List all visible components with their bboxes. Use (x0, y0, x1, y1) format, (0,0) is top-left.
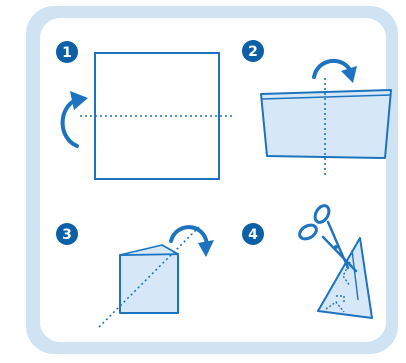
step-4: 4 (242, 204, 373, 319)
step-1-number: 1 (62, 45, 72, 61)
step-1-badge (56, 41, 78, 63)
step-4-number: 4 (248, 227, 258, 243)
folded-square-icon (119, 244, 179, 314)
folded-triangle-icon (317, 237, 373, 319)
step-3-badge (56, 223, 78, 245)
folded-rectangle-icon (260, 89, 392, 159)
step-2-badge (242, 40, 264, 62)
scissors-icon (298, 204, 358, 273)
clockwise-arrow-icon (312, 59, 357, 83)
step-1: 1 (56, 41, 234, 180)
diagonal-fold-line-icon (98, 226, 200, 328)
step-3: 3 (56, 223, 214, 328)
counterclockwise-arrow-icon (60, 91, 88, 148)
clockwise-arrow-icon (169, 225, 214, 257)
step-2: 2 (242, 40, 392, 176)
step-2-number: 2 (248, 44, 258, 60)
step-3-number: 3 (62, 227, 72, 243)
step-4-badge (242, 223, 264, 245)
